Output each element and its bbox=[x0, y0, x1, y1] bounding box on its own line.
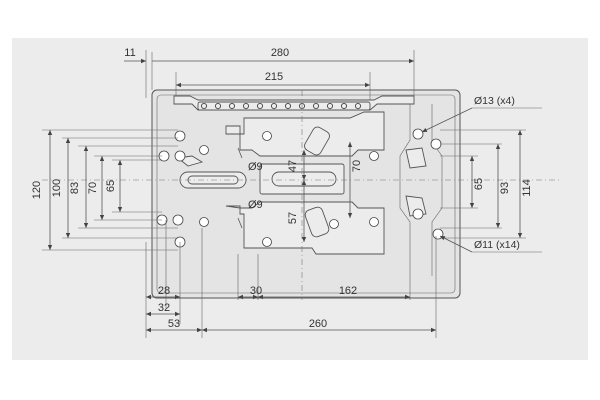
center-dimensions: 47 57 70 Ø9 Ø9 bbox=[237, 142, 363, 242]
dim-30: 30 bbox=[250, 285, 262, 297]
top-dimensions: 280 11 215 bbox=[124, 47, 415, 100]
slot-hole-row bbox=[200, 102, 362, 110]
dim-dia9-bottom: Ø9 bbox=[248, 199, 263, 211]
dim-dia9-top: Ø9 bbox=[248, 161, 263, 173]
dim-83: 83 bbox=[69, 182, 81, 194]
dim-47: 47 bbox=[287, 160, 299, 172]
dim-93: 93 bbox=[499, 182, 511, 194]
dim-100: 100 bbox=[51, 179, 63, 197]
right-dimensions: 65 93 114 bbox=[440, 129, 533, 239]
dim-65-left: 65 bbox=[105, 180, 117, 192]
dim-280: 280 bbox=[271, 47, 289, 59]
callouts: Ø13 (x4) Ø11 (x14) bbox=[421, 95, 542, 253]
dim-114: 114 bbox=[521, 179, 533, 197]
mounting-holes bbox=[156, 128, 444, 248]
dim-65-right: 65 bbox=[473, 178, 485, 190]
dim-70: 70 bbox=[87, 182, 99, 194]
right-frame bbox=[399, 104, 443, 276]
dim-260: 260 bbox=[309, 318, 327, 330]
left-dimensions: 120 100 83 70 65 bbox=[31, 129, 178, 251]
dim-57: 57 bbox=[287, 212, 299, 224]
drawing-canvas: 280 11 215 120 100 83 70 65 47 57 70 bbox=[12, 38, 588, 360]
dim-215: 215 bbox=[265, 71, 283, 83]
technical-drawing: 280 11 215 120 100 83 70 65 47 57 70 bbox=[31, 47, 560, 338]
dim-120: 120 bbox=[31, 181, 43, 199]
callout-dia11: Ø11 (x14) bbox=[474, 239, 520, 251]
dim-53: 53 bbox=[168, 318, 180, 330]
dim-70-center: 70 bbox=[351, 160, 363, 172]
dim-162: 162 bbox=[339, 285, 357, 297]
bottom-dimensions: 28 32 53 30 162 260 bbox=[145, 220, 437, 338]
dim-28: 28 bbox=[158, 285, 170, 297]
callout-dia13: Ø13 (x4) bbox=[474, 95, 515, 107]
dim-32: 32 bbox=[158, 302, 170, 314]
dim-11: 11 bbox=[124, 47, 135, 59]
